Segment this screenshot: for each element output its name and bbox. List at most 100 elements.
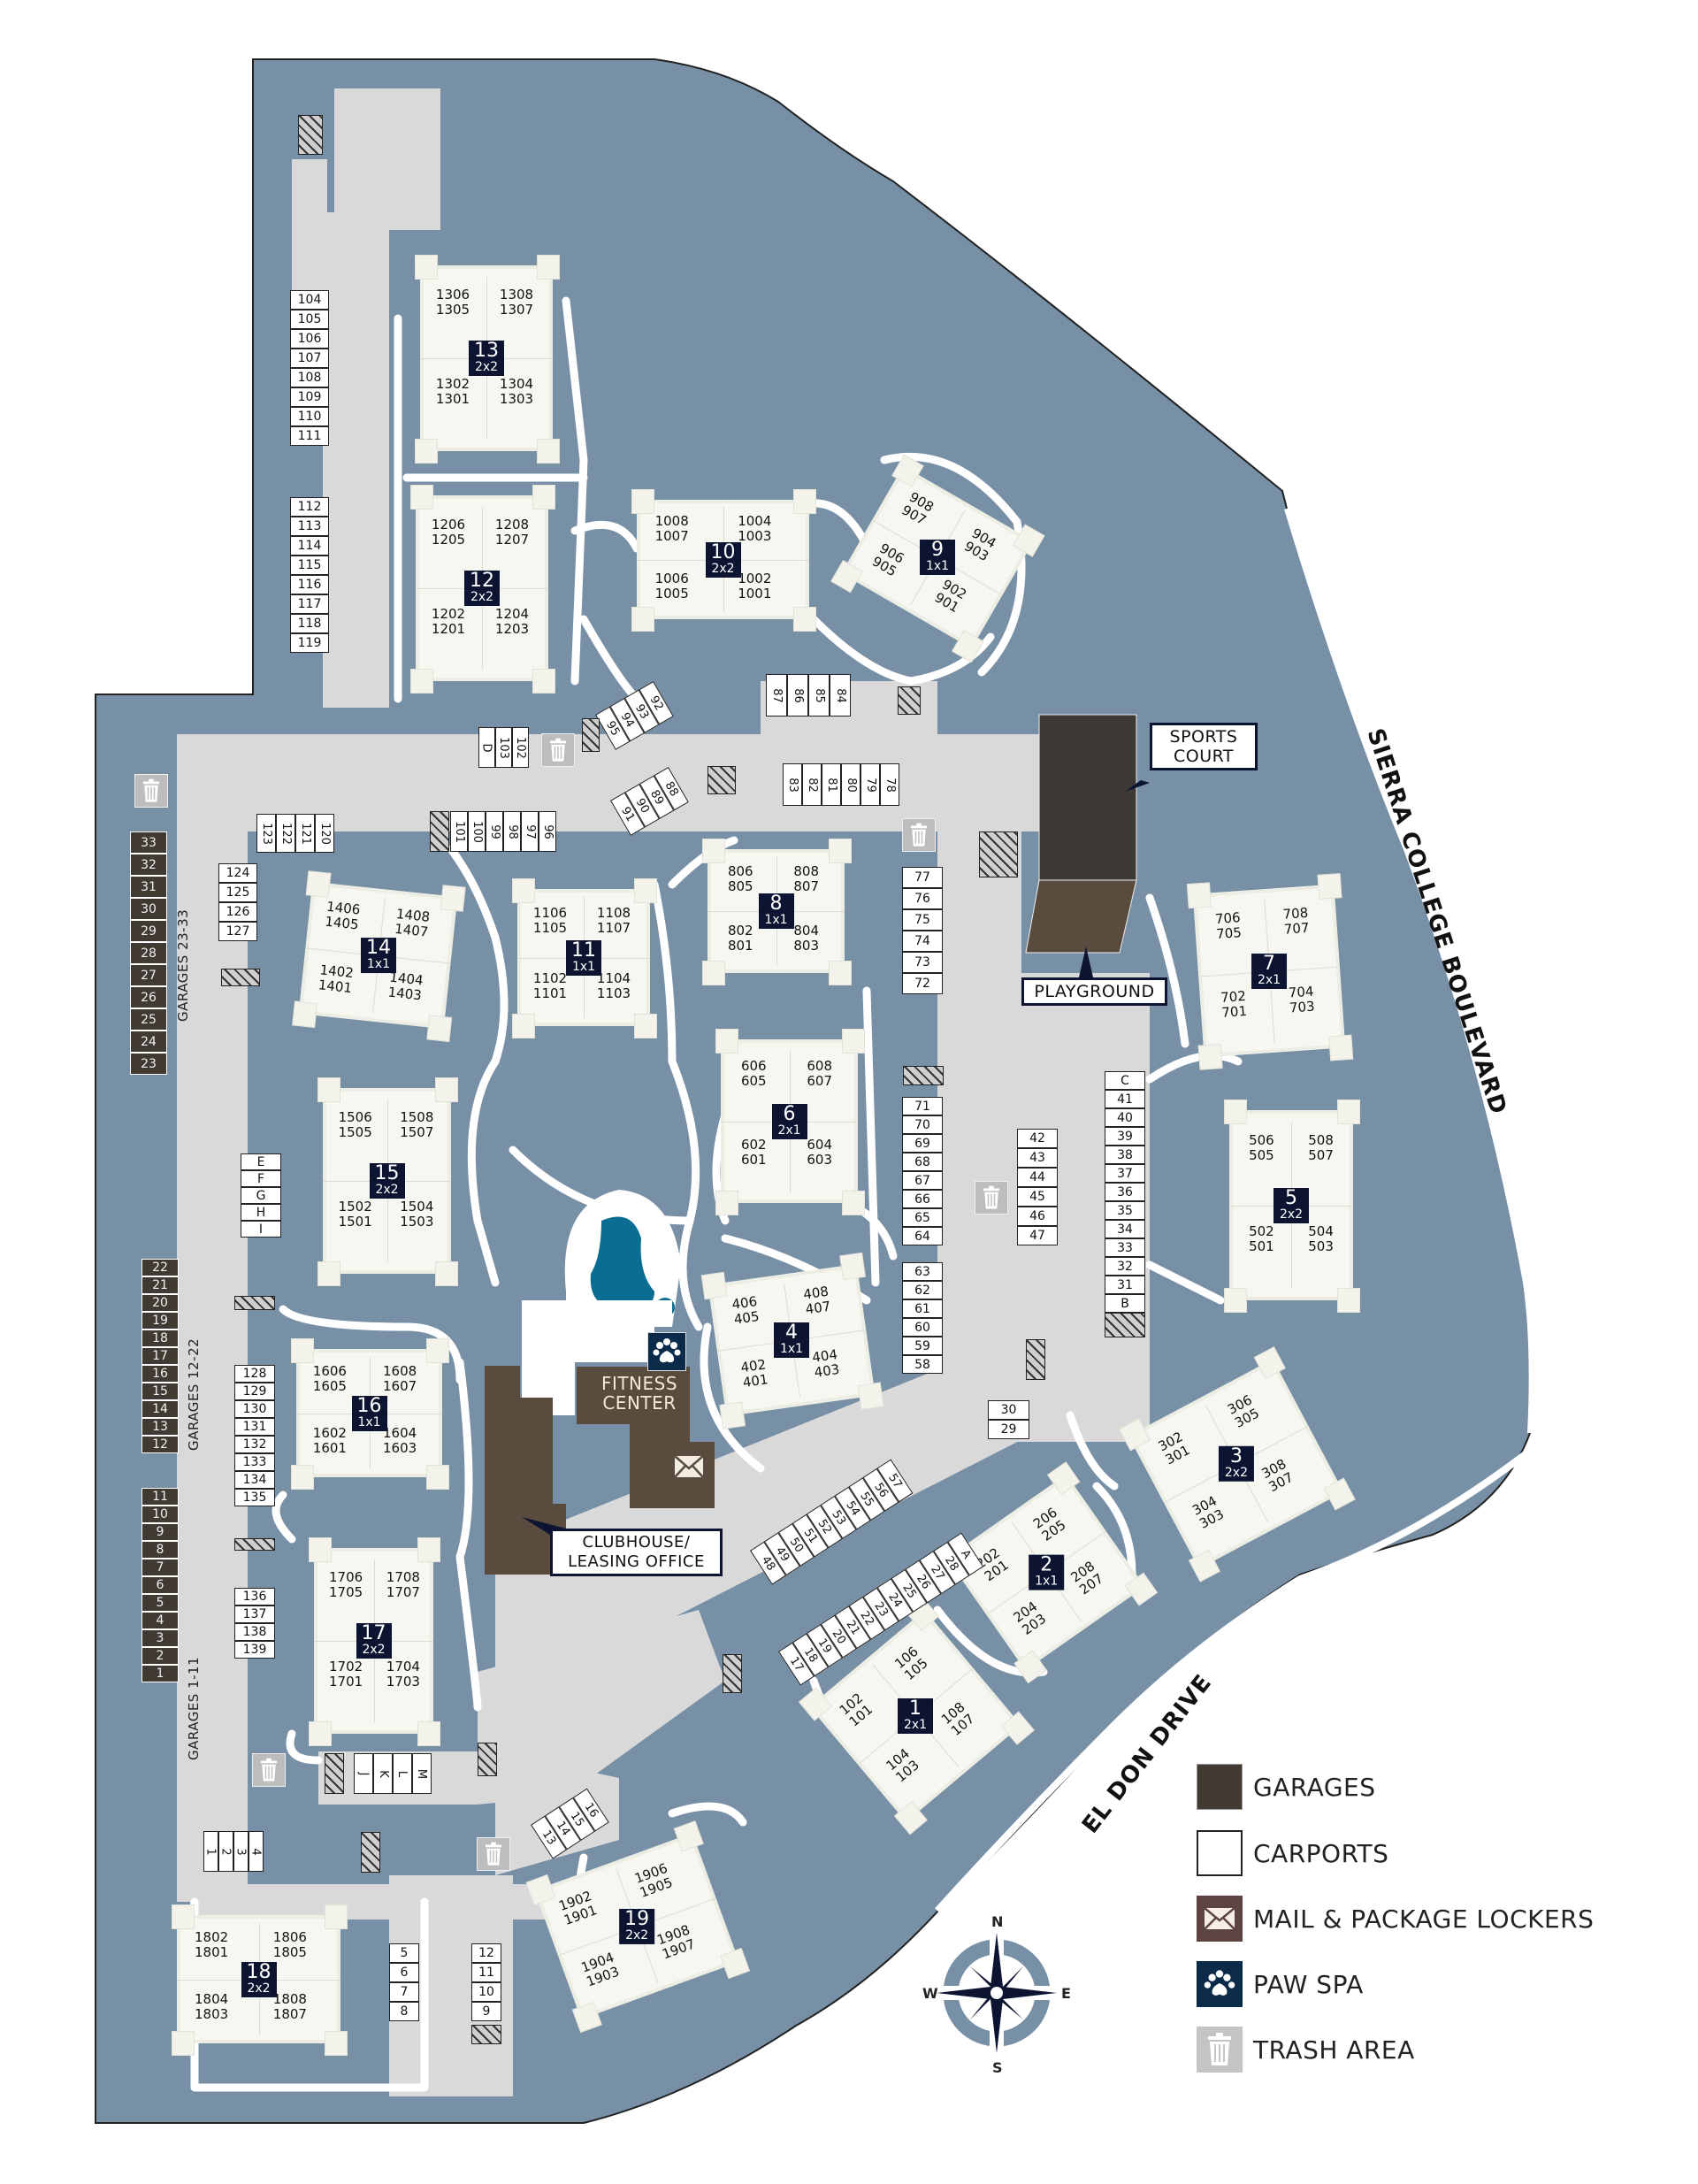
carport-spot[interactable]: 113 (290, 517, 329, 536)
playground-callout[interactable]: PLAYGROUND (1021, 977, 1167, 1006)
garage-unit[interactable]: 12 (142, 1436, 179, 1453)
carport-spot[interactable]: 71 (902, 1097, 943, 1115)
carport-spot[interactable]: 100 (468, 811, 486, 852)
carport-spot[interactable]: 40 (1105, 1108, 1145, 1127)
carport-spot[interactable]: 114 (290, 536, 329, 556)
carport-spot[interactable]: 70 (902, 1115, 943, 1134)
carport-spot[interactable]: 83 (783, 763, 802, 806)
garage-unit[interactable]: 22 (142, 1259, 179, 1276)
garage-unit[interactable]: 31 (130, 876, 167, 898)
carport-spot[interactable]: 35 (1105, 1201, 1145, 1220)
carport-spot[interactable]: 69 (902, 1134, 943, 1153)
carport-spot[interactable]: 61 (902, 1299, 943, 1318)
carport-spot[interactable]: 75 (902, 909, 943, 931)
carport-spot[interactable]: 103 (495, 727, 512, 768)
carport-spot[interactable]: F (241, 1170, 281, 1187)
carport-spot[interactable]: D (478, 727, 495, 768)
carport-spot[interactable]: L (393, 1753, 412, 1794)
carport-spot[interactable]: 5 (389, 1943, 419, 1963)
trash-area-icon[interactable] (252, 1753, 286, 1787)
carport-spot[interactable]: 31 (1105, 1276, 1145, 1294)
carport-spot[interactable]: 108 (290, 368, 329, 387)
carport-spot[interactable]: 115 (290, 556, 329, 575)
garage-unit[interactable]: 26 (130, 986, 167, 1008)
paw-spa-icon[interactable] (647, 1332, 686, 1371)
carport-spot[interactable]: 109 (290, 387, 329, 407)
garage-unit[interactable]: 19 (142, 1312, 179, 1330)
garage-unit[interactable]: 10 (142, 1506, 179, 1523)
garage-unit[interactable]: 21 (142, 1276, 179, 1294)
carport-spot[interactable]: 98 (503, 811, 521, 852)
carport-spot[interactable]: 131 (234, 1418, 275, 1436)
carport-spot[interactable]: 10 (471, 1982, 501, 2002)
garage-unit[interactable]: 8 (142, 1541, 179, 1559)
carport-spot[interactable]: 117 (290, 594, 329, 614)
carport-spot[interactable]: K (373, 1753, 393, 1794)
garage-unit[interactable]: 16 (142, 1365, 179, 1383)
carport-spot[interactable]: 63 (902, 1262, 943, 1281)
carport-spot[interactable]: 7 (389, 1982, 419, 2002)
carport-spot[interactable]: 134 (234, 1471, 275, 1489)
carport-spot[interactable]: 33 (1105, 1238, 1145, 1257)
carport-spot[interactable]: 129 (234, 1383, 275, 1400)
carport-spot[interactable]: 9 (471, 2002, 501, 2021)
carport-spot[interactable]: 121 (295, 814, 315, 853)
carport-spot[interactable]: 4 (249, 1831, 264, 1872)
garage-unit[interactable]: 15 (142, 1383, 179, 1400)
garage-unit[interactable]: 13 (142, 1418, 179, 1436)
garage-unit[interactable]: 7 (142, 1559, 179, 1576)
trash-area-icon[interactable] (541, 733, 575, 767)
carport-spot[interactable]: 125 (218, 883, 257, 902)
carport-spot[interactable]: H (241, 1204, 281, 1221)
carport-spot[interactable]: 122 (276, 814, 295, 853)
carport-spot[interactable]: 47 (1017, 1226, 1058, 1245)
carport-spot[interactable]: 119 (290, 633, 329, 653)
carport-spot[interactable]: 30 (988, 1400, 1029, 1420)
carport-spot[interactable]: 137 (234, 1605, 275, 1623)
carport-spot[interactable]: 133 (234, 1453, 275, 1471)
garage-unit[interactable]: 24 (130, 1031, 167, 1053)
carport-spot[interactable]: 101 (450, 811, 468, 852)
garage-unit[interactable]: 18 (142, 1330, 179, 1347)
garage-unit[interactable]: 5 (142, 1594, 179, 1612)
garage-unit[interactable]: 33 (130, 831, 167, 854)
carport-spot[interactable]: 65 (902, 1208, 943, 1227)
garage-unit[interactable]: 11 (142, 1488, 179, 1506)
carport-spot[interactable]: 32 (1105, 1257, 1145, 1276)
carport-spot[interactable]: 106 (290, 329, 329, 349)
carport-spot[interactable]: 111 (290, 426, 329, 446)
carport-spot[interactable]: 112 (290, 497, 329, 517)
carport-spot[interactable]: 64 (902, 1227, 943, 1245)
carport-spot[interactable]: 81 (822, 763, 841, 806)
carport-spot[interactable]: 29 (988, 1420, 1029, 1439)
carport-spot[interactable]: 44 (1017, 1168, 1058, 1187)
carport-spot[interactable]: 37 (1105, 1164, 1145, 1183)
carport-spot[interactable]: 39 (1105, 1127, 1145, 1146)
garage-unit[interactable]: 27 (130, 964, 167, 986)
carport-spot[interactable]: 136 (234, 1588, 275, 1605)
carport-spot[interactable]: 42 (1017, 1129, 1058, 1148)
carport-spot[interactable]: 85 (808, 674, 830, 717)
